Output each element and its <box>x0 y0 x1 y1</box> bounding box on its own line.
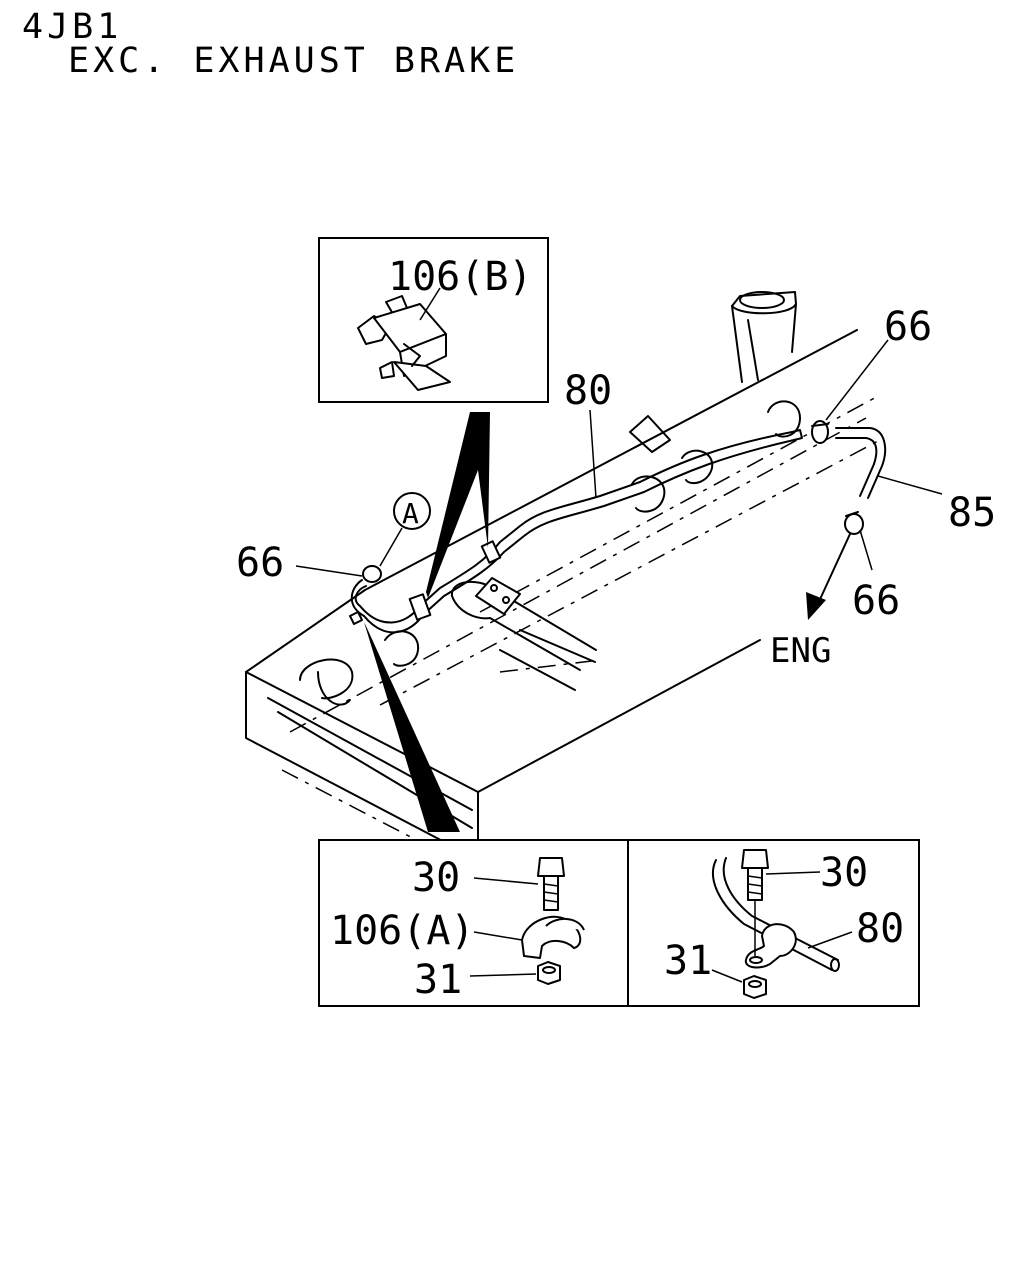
hose-clamp-66-upper <box>811 420 829 444</box>
fuel-pipe-80 <box>350 429 803 634</box>
fuel-hose-85 <box>835 427 887 499</box>
detail-right-pipe-80: 80 <box>856 906 904 952</box>
clip-106b-drawing <box>357 287 451 391</box>
callout-hose-85: 85 <box>948 490 996 536</box>
detail-left-exploded <box>469 857 585 985</box>
view-a-label: A <box>402 497 419 530</box>
model-code: 4JB1 <box>22 7 122 47</box>
detail-left-nut-31: 31 <box>414 957 462 1003</box>
hose-clamp-66-left <box>362 565 382 583</box>
callout-clamp-66-left: 66 <box>236 540 284 586</box>
eng-arrow-icon <box>806 592 826 620</box>
detail-right-assembled <box>711 849 853 999</box>
variant-title: EXC. EXHAUST BRAKE <box>68 41 519 81</box>
view-a-circle <box>393 492 431 530</box>
detail-left-clip-106a: 106(A) <box>330 908 475 954</box>
callout-pipe-80: 80 <box>564 368 612 414</box>
callout-clamp-66-top: 66 <box>884 304 932 350</box>
detail-box-a <box>318 839 920 1007</box>
detail-right-nut-31: 31 <box>664 938 712 984</box>
hose-clamp-66-lower <box>844 511 864 535</box>
leader-lines <box>295 339 943 609</box>
detail-b-pointer-icon <box>426 412 490 598</box>
detail-a-pointer-icon <box>364 622 460 832</box>
callout-clip-106b: 106(B) <box>388 254 533 300</box>
callout-clamp-66-bottom: 66 <box>852 578 900 624</box>
detail-right-bolt-30: 30 <box>820 850 868 896</box>
callout-eng: ENG <box>770 631 831 671</box>
detail-left-bolt-30: 30 <box>412 855 460 901</box>
